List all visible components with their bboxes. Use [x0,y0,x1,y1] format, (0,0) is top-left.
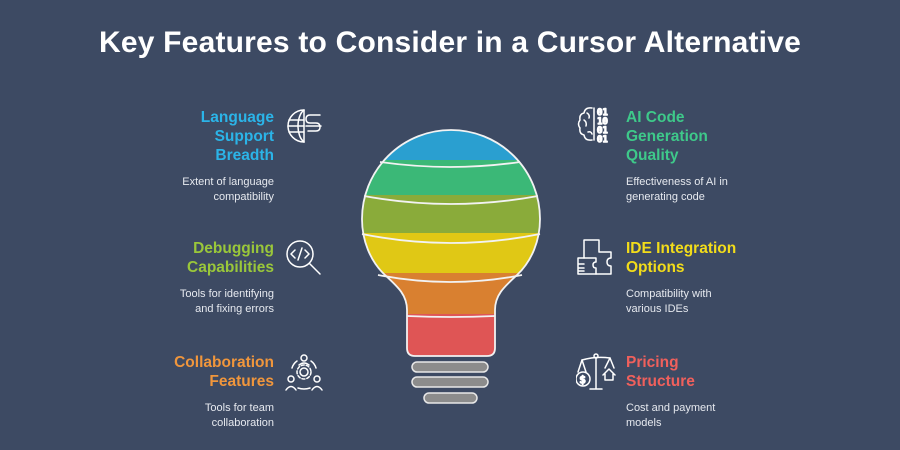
bulb-segment-language [362,130,540,165]
team-gear-icon [285,354,323,391]
bulb-base-ring [423,392,478,404]
bulb-segment-collaboration [362,273,540,321]
globe-code-icon [287,109,322,143]
feature-description: Tools for identifying and fixing errors [179,288,274,315]
feature-description: Cost and payment models [626,402,716,429]
svg-text:01: 01 [597,126,608,136]
feature-description: Compatibility with various IDEs [626,288,712,315]
svg-text:10: 10 [597,117,608,127]
bulb-segment-ide [362,233,540,280]
feature-description: Extent of language compatibility [182,176,274,203]
bulb-segment-debugging [362,195,540,240]
svg-text:01: 01 [597,135,608,144]
bulb-base-ring [411,361,489,373]
brain-binary-icon: 01 10 01 01 [577,107,609,144]
balance-scale-icon: $ [576,353,616,390]
code-search-icon [286,240,321,275]
page-title: Key Features to Consider in a Cursor Alt… [98,26,801,59]
feature-description: Tools for team collaboration [204,402,274,429]
bulb-base-ring [411,376,489,388]
feature-description: Effectiveness of AI in generating code [626,176,728,203]
svg-text:$: $ [580,375,586,386]
puzzle-window-icon [577,239,612,275]
svg-text:01: 01 [597,108,608,118]
